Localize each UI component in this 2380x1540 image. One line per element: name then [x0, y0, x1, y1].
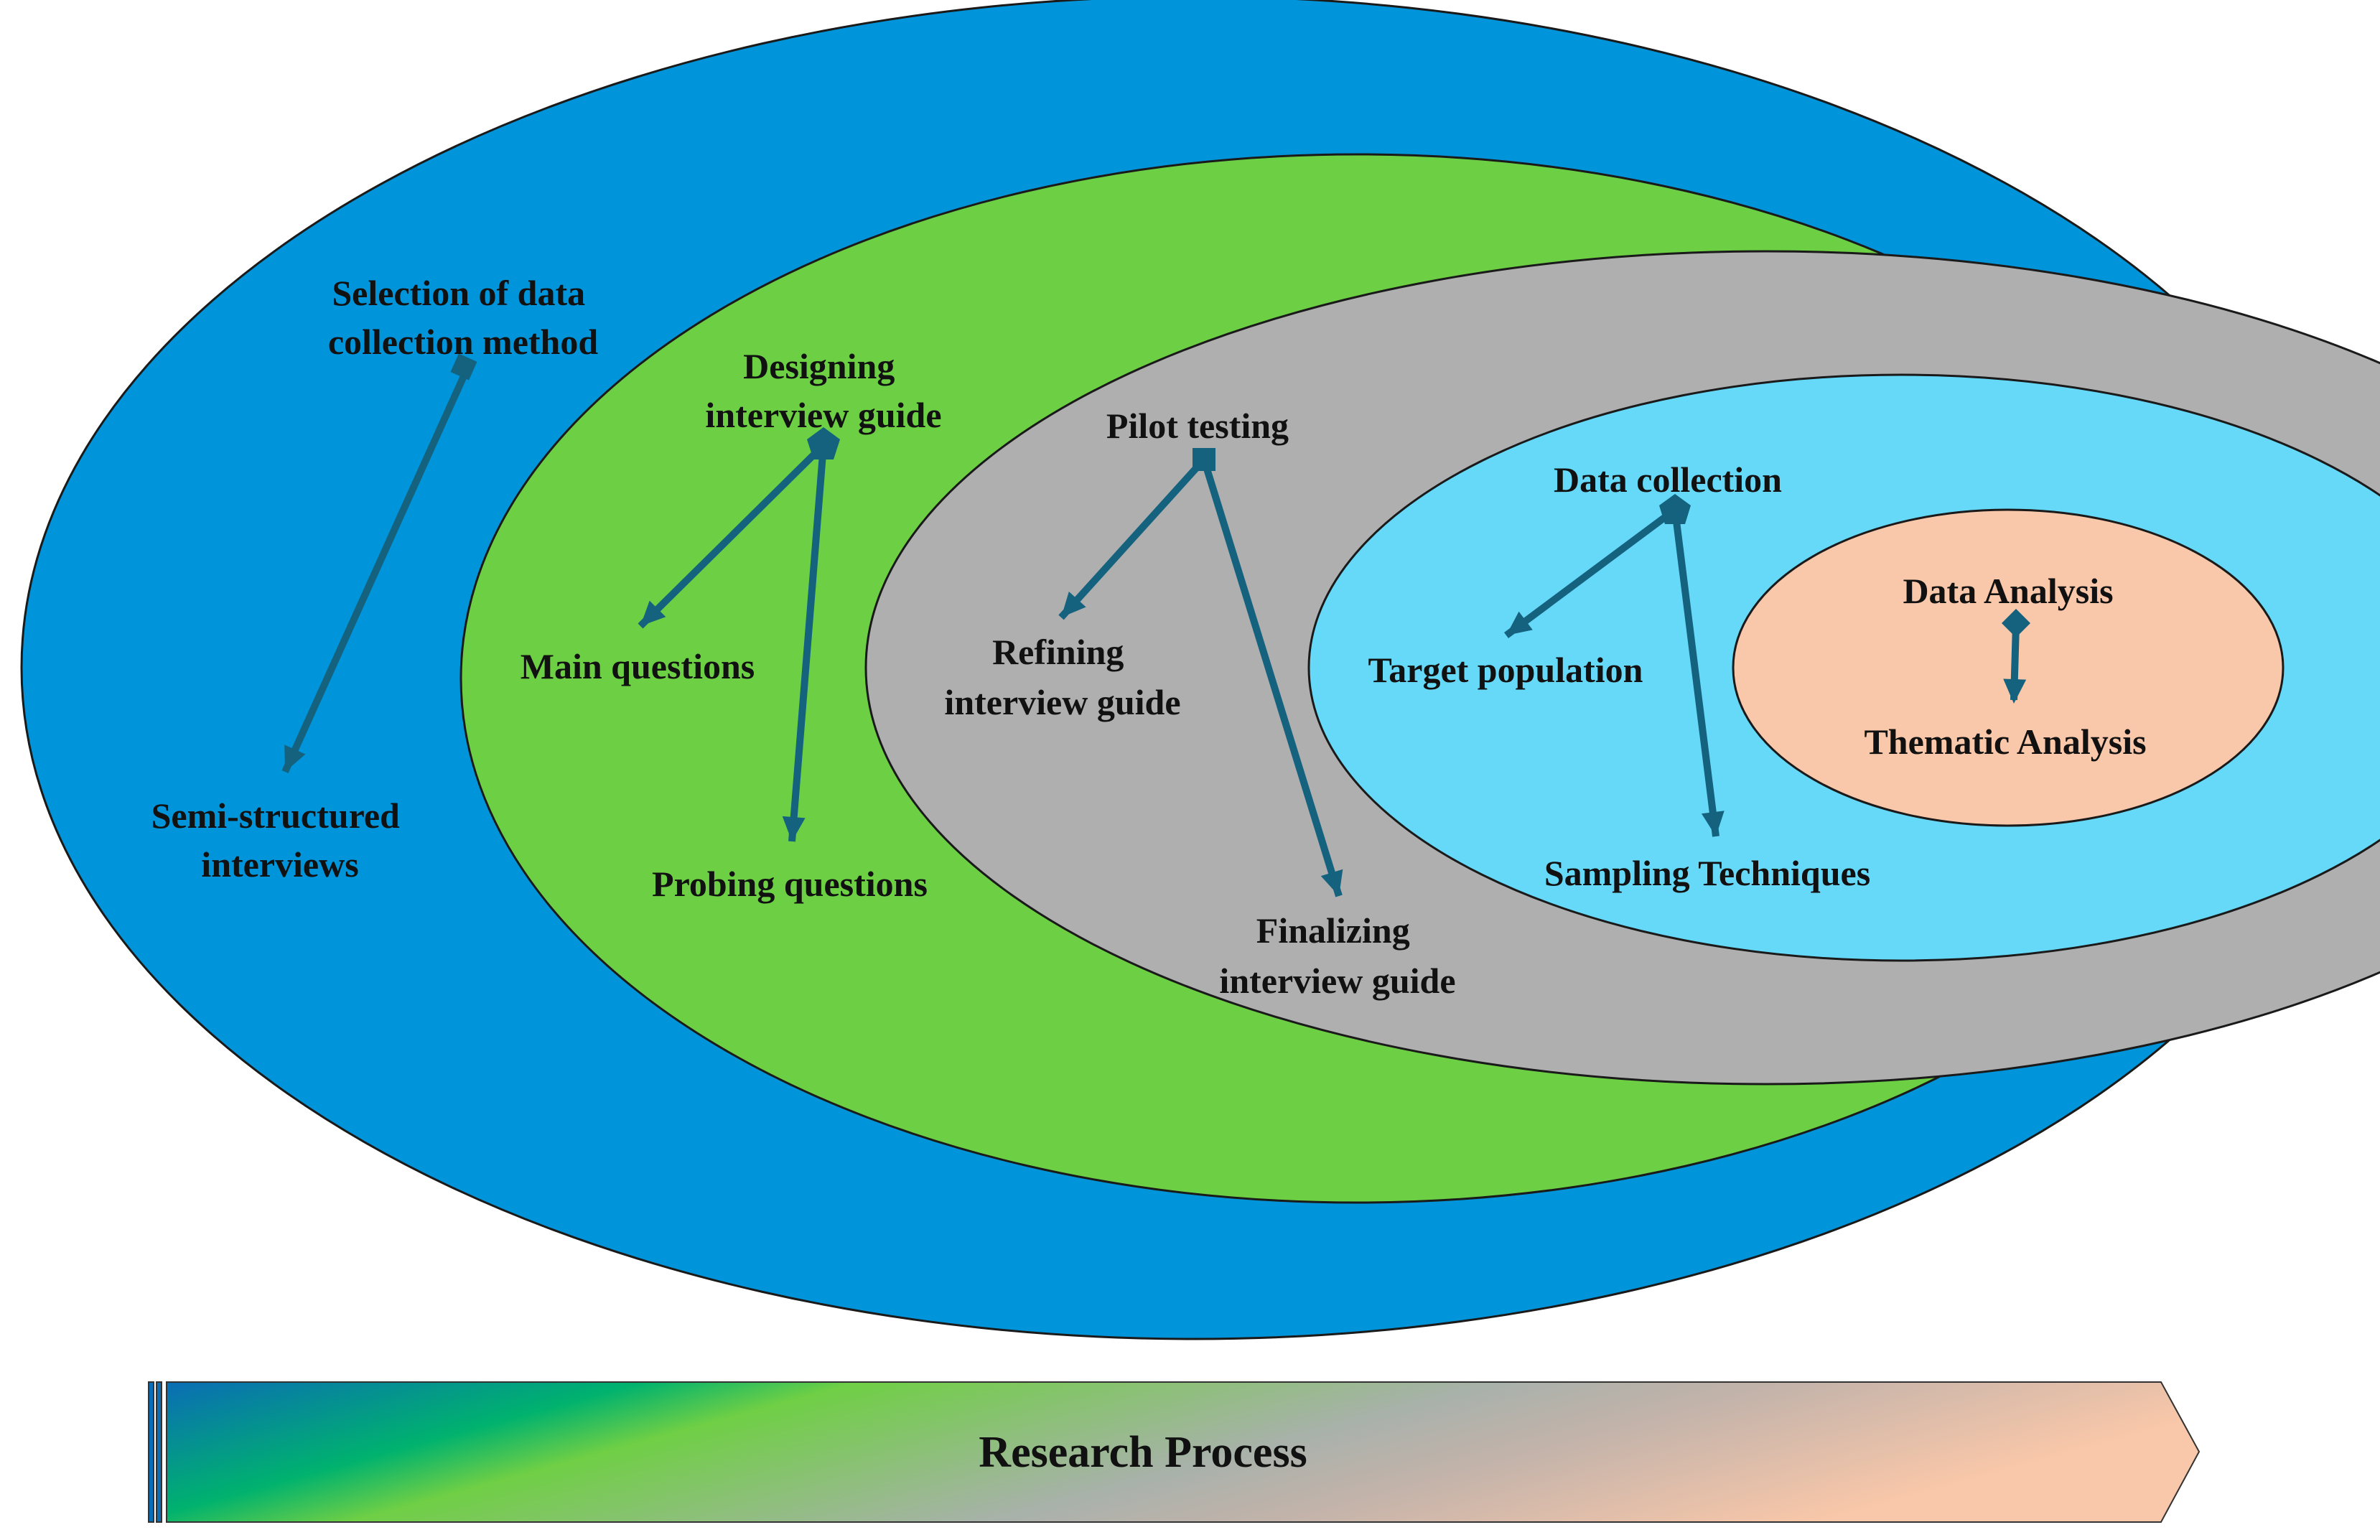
arrow-start-marker	[2002, 609, 2030, 638]
label-target-population: Target population	[1368, 650, 1643, 690]
heading-designing-interview-guide: Designing interview guide	[705, 346, 941, 435]
arrow-pilot-to-finalizing	[1200, 458, 1343, 897]
label-probing-questions: Probing questions	[652, 864, 928, 904]
arrow-data-collection-to-target-population	[1504, 494, 1691, 639]
banner-label: Research Process	[979, 1428, 1307, 1477]
label-refining-interview-guide: Refining interview guide	[944, 632, 1180, 722]
arrow-start-marker	[1659, 494, 1691, 524]
heading-pilot-testing: Pilot testing	[1106, 406, 1289, 446]
research-process-banner: Research Process	[148, 1381, 2201, 1523]
arrow-data-collection-to-sampling	[1671, 509, 1725, 837]
label-semi-structured-interviews: Semi-structured interviews	[151, 795, 409, 885]
banner-stripe	[148, 1381, 154, 1523]
label-sampling-techniques: Sampling Techniques	[1544, 853, 1870, 893]
layer-ellipse-data-analysis	[1732, 508, 2285, 827]
label-main-questions: Main questions	[521, 646, 755, 686]
arrow-designing-to-main-questions	[638, 427, 840, 629]
arrow-head	[640, 600, 666, 626]
arrow-head	[284, 745, 306, 772]
heading-data-analysis: Data Analysis	[1903, 571, 2113, 611]
heading-selection-method: Selection of data collection method	[328, 273, 599, 362]
arrow-start-marker	[450, 353, 477, 381]
arrow-head	[1061, 592, 1086, 617]
arrow-head	[2003, 678, 2027, 704]
banner-arrow-body	[166, 1381, 2201, 1523]
arrow-data-analysis-to-thematic	[2002, 609, 2030, 704]
banner-stripe	[156, 1381, 162, 1523]
arrow-head	[1701, 811, 1725, 836]
heading-data-collection: Data collection	[1554, 459, 1782, 500]
arrow-head	[1506, 611, 1533, 635]
arrow-selection-to-semi-structured	[281, 353, 477, 774]
arrow-head	[782, 816, 806, 841]
arrow-designing-to-probing-questions	[782, 444, 827, 842]
arrow-start-marker	[807, 427, 840, 459]
arrow-head	[1320, 869, 1343, 896]
label-thematic-analysis: Thematic Analysis	[1864, 722, 2146, 762]
label-finalizing-interview-guide: Finalizing interview guide	[1219, 910, 1455, 1001]
